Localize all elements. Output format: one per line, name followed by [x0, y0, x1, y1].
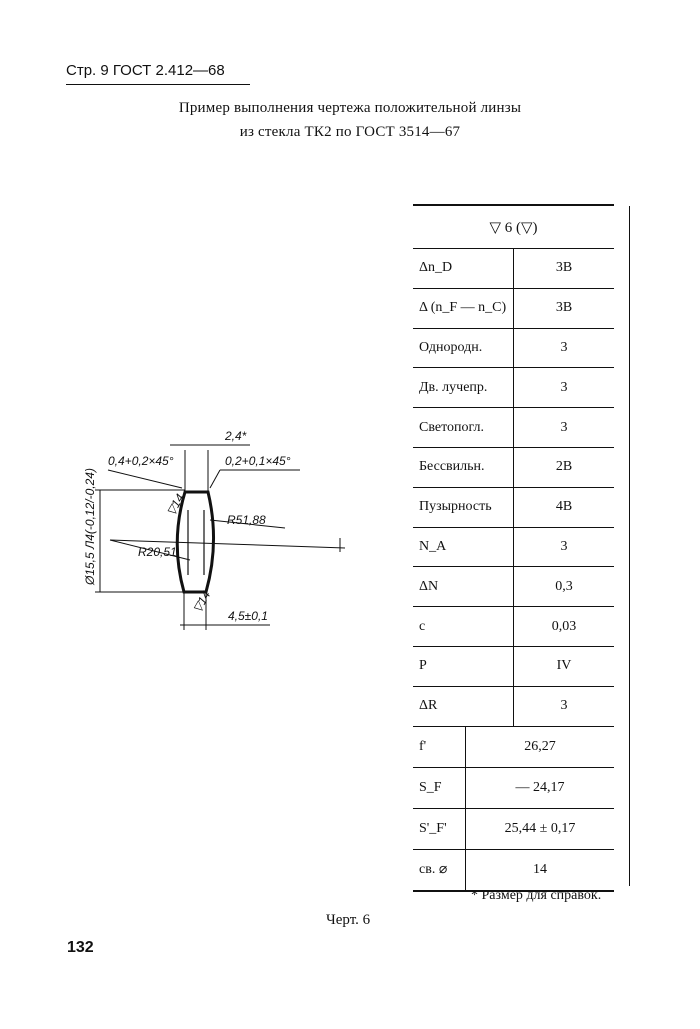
row-value: 4В	[513, 487, 614, 528]
thickness-label: 4,5±0,1	[228, 609, 268, 623]
row-value: 0,3	[513, 566, 614, 608]
row-name: S_F	[413, 767, 466, 809]
page-number: 132	[67, 939, 94, 956]
table-header: ▽ 6 (▽)	[413, 206, 614, 249]
header-text: Стр. 9 ГОСТ 2.412—68	[66, 62, 225, 79]
page-header: Стр. 9 ГОСТ 2.412—68	[66, 62, 250, 85]
row-value: IV	[513, 646, 614, 687]
row-name: Δn_D	[413, 248, 514, 289]
row-name: N_A	[413, 527, 514, 568]
table-row: Δn_D 3В	[413, 248, 614, 289]
row-name: Пузырность	[413, 487, 514, 528]
table-row: Однородн. 3	[413, 328, 614, 369]
table-row: Δ (n_F — n_C) 3В	[413, 288, 614, 329]
row-name: св. ⌀	[413, 849, 466, 892]
table-row: св. ⌀ 14	[413, 849, 614, 892]
title-line-1: Пример выполнения чертежа положительной …	[178, 100, 522, 116]
row-name: c	[413, 606, 514, 647]
row-value: 3	[513, 328, 614, 369]
table-row: f' 26,27	[413, 726, 614, 768]
table-row: ΔN 0,3	[413, 566, 614, 608]
diameter-label: Ø15,5 Л4(-0,12/-0,24)	[83, 468, 97, 586]
radius-1-label: R51,88	[227, 513, 266, 527]
title-line-2: из стекла ТК2 по ГОСТ 3514—67	[239, 124, 461, 140]
row-name: ΔR	[413, 686, 514, 727]
table-row: Светопогл. 3	[413, 407, 614, 448]
row-value: 2В	[513, 447, 614, 488]
table-row: S_F — 24,17	[413, 767, 614, 809]
table-row: Бессвильн. 2В	[413, 447, 614, 488]
row-name: Однородн.	[413, 328, 514, 369]
row-value: 3	[513, 367, 614, 409]
dim-top-label: 2,4*	[224, 429, 247, 443]
table-row: ΔR 3	[413, 686, 614, 727]
figure-caption: Черт. 6	[326, 912, 371, 928]
row-value: 14	[465, 849, 614, 892]
row-name: Δ (n_F — n_C)	[413, 288, 514, 329]
table-row: S'_F' 25,44 ± 0,17	[413, 808, 614, 850]
radius-2-label: R20,51	[138, 545, 177, 559]
row-name: P	[413, 646, 514, 687]
table-row: N_A 3	[413, 527, 614, 568]
table-row: c 0,03	[413, 606, 614, 647]
table-row: P IV	[413, 646, 614, 687]
row-value: 3	[513, 686, 614, 727]
chamfer-left-label: 0,4+0,2×45°	[108, 454, 174, 468]
row-name: f'	[413, 726, 466, 768]
row-value: 25,44 ± 0,17	[465, 808, 614, 850]
row-name: Дв. лучепр.	[413, 367, 514, 409]
row-value: 3	[513, 527, 614, 568]
row-value: 3В	[513, 288, 614, 329]
row-value: 3В	[513, 248, 614, 289]
table-row: Пузырность 4В	[413, 487, 614, 528]
row-name: Бессвильн.	[413, 447, 514, 488]
row-value: — 24,17	[465, 767, 614, 809]
table-row: Дв. лучепр. 3	[413, 367, 614, 409]
row-name: S'_F'	[413, 808, 466, 850]
chamfer-right-label: 0,2+0,1×45°	[225, 454, 291, 468]
row-value: 3	[513, 407, 614, 448]
row-name: ΔN	[413, 566, 514, 608]
lens-drawing: 2,4* 0,4+0,2×45° 0,2+0,1×45° R51,88 R20,…	[83, 429, 346, 630]
lens-parameters-table: ▽ 6 (▽) Δn_D 3В Δ (n_F — n_C) 3В Однород…	[413, 204, 630, 892]
table-right-rule	[629, 206, 630, 886]
header-rule	[66, 84, 250, 85]
row-name: Светопогл.	[413, 407, 514, 448]
footnote: * Размер для справок.	[471, 888, 602, 903]
row-value: 26,27	[465, 726, 614, 768]
row-value: 0,03	[513, 606, 614, 647]
